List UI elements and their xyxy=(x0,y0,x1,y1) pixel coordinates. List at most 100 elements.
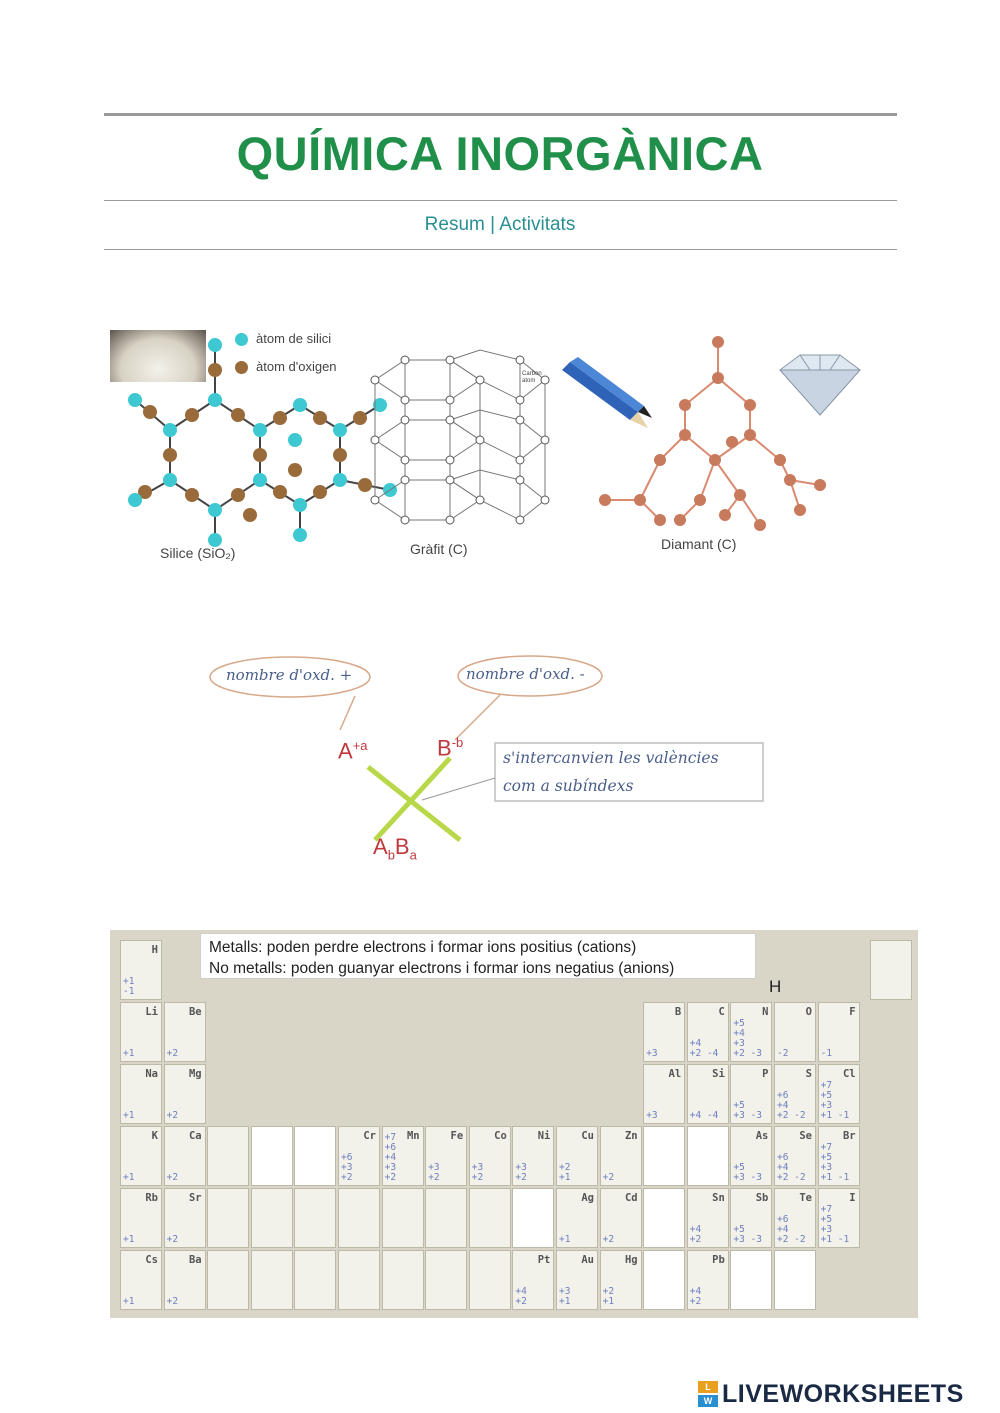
element-cell-f: F-1 xyxy=(817,1002,860,1062)
element-cell-cs: Cs+1 xyxy=(120,1250,162,1310)
oxidation-states: +5+3 -3 xyxy=(733,1225,762,1245)
element-cell-empty xyxy=(250,1188,293,1248)
element-cell-cl: Cl+7+5+3+1 -1 xyxy=(817,1064,860,1124)
oxidation-state: +5 xyxy=(820,1152,833,1163)
oxidation-state: +1 xyxy=(123,1172,135,1183)
element-cell-hg: Hg+2+1 xyxy=(599,1250,642,1310)
graphite-caption: Gràfit (C) xyxy=(410,541,468,557)
element-symbol: Li xyxy=(145,1006,158,1018)
oxidation-states: +2 xyxy=(167,1049,178,1059)
oxidation-states: +3+2 xyxy=(515,1163,526,1183)
oxidation-state: +1 -1 xyxy=(820,1172,850,1183)
element-cell-cu: Cu+2+1 xyxy=(556,1126,598,1186)
element-symbol: Ni xyxy=(537,1130,551,1142)
legend-silicon-label: àtom de silici xyxy=(256,331,332,346)
element-cell-s: S+6+4+2 -2 xyxy=(774,1064,816,1124)
element-cell-al: Al+3 xyxy=(643,1064,686,1124)
element-cell-b: B+3 xyxy=(643,1002,686,1062)
bubble-positive: nombre d'oxd. + xyxy=(226,666,353,684)
graphite-layers xyxy=(374,349,546,521)
legend-line-metals: Metalls: poden perdre electrons i formar… xyxy=(209,939,637,956)
oxidation-states: +6+3+2 xyxy=(341,1153,352,1183)
oxidation-state: +2 xyxy=(471,1172,484,1183)
formula-lines xyxy=(209,655,764,842)
graphite-atoms xyxy=(370,355,550,525)
oxidation-state: +2 xyxy=(166,1296,179,1307)
oxidation-state: +6 xyxy=(341,1152,353,1163)
element-symbol: Rb xyxy=(145,1192,158,1204)
element-cell-rb: Rb +1 xyxy=(120,1188,162,1248)
element-cell-empty xyxy=(294,1188,337,1248)
element-cell-te: Te+6+4+2 -2 xyxy=(774,1188,816,1248)
silica-caption: Silice (SiO₂) xyxy=(160,545,236,561)
element-symbol: Al xyxy=(668,1068,682,1080)
element-cell-mg: Mg+2 xyxy=(163,1064,206,1124)
oxidation-states: +2 xyxy=(167,1173,178,1183)
oxidation-state: +3 xyxy=(471,1162,484,1173)
result-sub-a: a xyxy=(409,847,417,863)
oxidation-state: +2 xyxy=(515,1172,527,1183)
element-symbol: Au xyxy=(581,1254,594,1266)
diamond-atoms xyxy=(599,336,826,531)
element-symbol: H xyxy=(151,944,158,956)
oxidation-state: +2 -3 xyxy=(733,1048,762,1059)
oxidation-states: +5+3 -3 xyxy=(733,1163,762,1183)
element-cell-empty xyxy=(468,1250,511,1310)
element-cell-na: Na+1 xyxy=(120,1064,162,1124)
element-cell-p: P+5+3 -3 xyxy=(730,1064,773,1124)
oxidation-state: +6 xyxy=(777,1152,789,1163)
oxidation-states: +7+5+3+1 -1 xyxy=(821,1143,850,1183)
element-symbol: Ag xyxy=(581,1192,594,1204)
page-subtitle: Resum | Activitats xyxy=(424,214,576,235)
oxidation-states: +7+6+4+3+2 xyxy=(385,1133,396,1183)
oxidation-state: +1 xyxy=(559,1234,571,1245)
element-symbol: Ba xyxy=(188,1254,202,1266)
oxidation-states: +1 xyxy=(123,1235,134,1245)
oxidation-state: +7 xyxy=(384,1132,397,1143)
logo-letter-w: W xyxy=(698,1395,718,1407)
top-rule xyxy=(104,113,897,116)
oxidation-state: +1 xyxy=(602,1296,615,1307)
oxidation-states: +2 xyxy=(603,1235,614,1245)
oxidation-state: +1 xyxy=(559,1296,571,1307)
element-symbol: Sn xyxy=(712,1192,725,1204)
element-cell-empty xyxy=(294,1250,337,1310)
oxidation-state: +1 xyxy=(559,1172,571,1183)
oxidation-state: +5 xyxy=(733,1162,745,1173)
oxidation-state: +2 xyxy=(166,1110,179,1121)
oxidation-state: +2 xyxy=(689,1296,702,1307)
oxidation-state: +2 xyxy=(428,1172,440,1183)
oxidation-state: +4 xyxy=(777,1100,789,1111)
oxidation-states: +3 xyxy=(646,1049,657,1059)
oxidation-state: +5 xyxy=(733,1100,745,1111)
oxidation-state: +5 xyxy=(820,1214,833,1225)
oxidation-state: +1 xyxy=(123,976,135,987)
oxidation-states: +1 xyxy=(123,1297,134,1307)
element-cell-mn: Mn+7+6+4+3+2 xyxy=(381,1126,424,1186)
element-symbol: Cd xyxy=(624,1192,638,1204)
oxidation-states: +1 xyxy=(559,1235,570,1245)
oxidation-states: +4 -4 xyxy=(690,1111,719,1121)
oxidation-state: +2 xyxy=(166,1172,179,1183)
oxidation-state: +3 -3 xyxy=(733,1110,762,1121)
oxidation-state: +4 -4 xyxy=(689,1110,719,1121)
element-cell-ni: Ni +3+2 xyxy=(512,1126,555,1186)
oxidation-states: +2 xyxy=(167,1111,178,1121)
anion-charge: -b xyxy=(451,735,464,750)
oxidation-state: +4 xyxy=(777,1224,789,1235)
element-cell-n: N+5+4+3+2 -3 xyxy=(730,1002,773,1062)
element-symbol: Cu xyxy=(581,1130,594,1142)
element-cell-zn: Zn+2 xyxy=(599,1126,642,1186)
element-symbol: Sb xyxy=(755,1192,769,1204)
oxidation-state: +2 -2 xyxy=(777,1172,806,1183)
oxidation-states: +6+4+2 -2 xyxy=(777,1153,806,1183)
bubble-negative: nombre d'oxd. - xyxy=(466,665,585,683)
oxidation-state: -1 xyxy=(820,1048,833,1059)
oxidation-states: -2 xyxy=(777,1049,788,1059)
oxidation-state: +3 xyxy=(559,1286,571,1297)
oxidation-states: +7+5+3+1 -1 xyxy=(821,1205,850,1245)
oxidation-states: +1-1 xyxy=(123,977,134,997)
oxidation-states: +3+2 xyxy=(428,1163,439,1183)
oxidation-state: +4 xyxy=(689,1224,702,1235)
